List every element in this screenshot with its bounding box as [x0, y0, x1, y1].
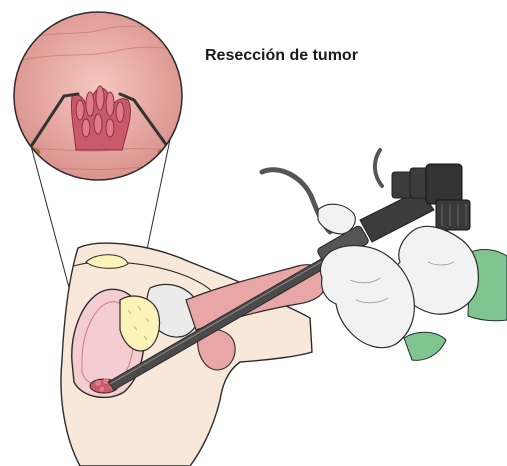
magnified-view [14, 12, 184, 180]
figure-title: Resección de tumor [205, 47, 358, 65]
prostate [120, 296, 160, 351]
gloved-finger [318, 204, 355, 234]
light-cable-upper [375, 150, 382, 186]
camera-head [426, 164, 470, 230]
gown-sleeve-lower [404, 332, 446, 360]
